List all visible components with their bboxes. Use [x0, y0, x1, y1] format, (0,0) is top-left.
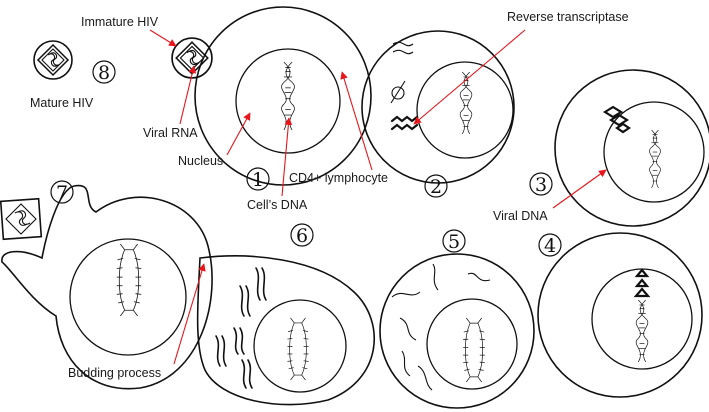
cells-dna-label: Cell’s DNA: [247, 198, 308, 212]
nucleus-5: [426, 298, 518, 390]
nucleus-label: Nucleus: [178, 154, 223, 168]
viral-dna-label: Viral DNA: [493, 209, 548, 223]
mature-hiv-label: Mature HIV: [30, 96, 94, 110]
cd4-lymphocyte-label: CD4+ lymphocyte: [289, 171, 388, 185]
step-7-marker: 7: [50, 180, 74, 204]
step-1-marker: 1: [246, 167, 270, 191]
viral-rna-strands-5: [391, 263, 491, 391]
svg-text:1: 1: [252, 169, 264, 191]
viral-rna-strands-2: [392, 41, 414, 55]
cells-dna-helix-2: [459, 71, 473, 135]
step-2-marker: 2: [424, 174, 448, 198]
nucleus-1: [235, 48, 341, 154]
step-6-marker: 6: [290, 223, 314, 247]
step-3-marker: 3: [529, 172, 553, 196]
cd4-cell-2: [361, 30, 515, 184]
step-4-marker: 4: [538, 233, 562, 257]
viral-dna-icon: [602, 105, 631, 134]
cells-dna-helix-1: [281, 61, 295, 131]
replicating-dna-6: [287, 317, 309, 381]
viral-rna-strands-6: [215, 267, 267, 389]
immature-hiv-label: Immature HIV: [81, 15, 159, 29]
cd4-cell-3: [554, 69, 709, 227]
integrated-viral-dna-icon: [633, 268, 651, 298]
nucleus-7: [69, 238, 187, 356]
svg-text:2: 2: [430, 176, 442, 198]
nucleus-4: [591, 268, 693, 370]
svg-text:5: 5: [448, 231, 460, 253]
budding-process-label: Budding process: [68, 366, 161, 380]
nucleus-6: [253, 299, 347, 393]
uncoated-capsid-icon: [391, 86, 405, 100]
nucleus-2: [416, 61, 514, 159]
reverse-transcriptase-icon: [390, 115, 419, 131]
svg-text:3: 3: [535, 174, 547, 196]
svg-text:4: 4: [544, 235, 556, 257]
cells-dna-helix-3: [649, 129, 661, 189]
reverse-transcriptase-label: Reverse transcriptase: [507, 10, 629, 24]
cells-dna-helix-4: [635, 299, 649, 363]
svg-text:6: 6: [296, 225, 308, 247]
cd4-cell-6: [196, 255, 375, 406]
cd4-cell-5: [379, 253, 535, 409]
replicating-dna-5: [462, 317, 486, 383]
mature-hiv-virion: [33, 40, 73, 80]
step-8-marker: 8: [92, 60, 116, 84]
svg-text:8: 8: [98, 62, 110, 84]
viral-rna-label: Viral RNA: [143, 126, 198, 140]
replicating-dna-7: [116, 243, 142, 317]
cd4-cell-7: [1, 184, 213, 390]
step-5-marker: 5: [442, 229, 466, 253]
nucleus-3: [603, 101, 705, 203]
budding-virion: [0, 197, 43, 241]
svg-text:7: 7: [56, 182, 68, 204]
cd4-cell-4: [537, 232, 703, 398]
